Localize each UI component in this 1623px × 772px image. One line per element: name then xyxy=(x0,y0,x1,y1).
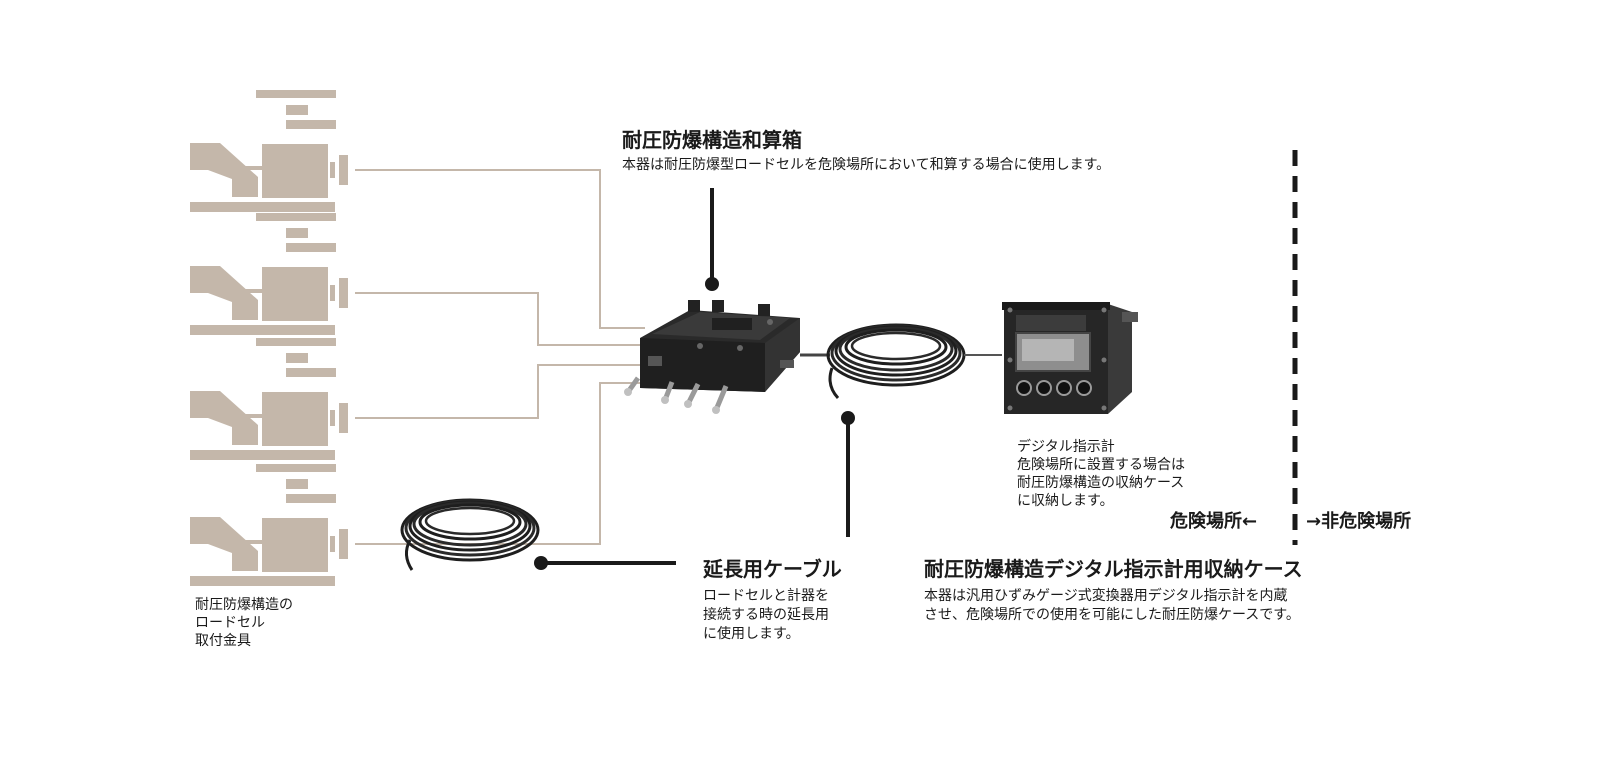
non-hazardous-zone-label: →非危険場所 xyxy=(1306,511,1412,532)
extension-cable-description-line-2: 接続する時の延長用 xyxy=(703,607,829,623)
loadcell-mount-4 xyxy=(190,464,348,586)
loadcell-mount-3 xyxy=(190,338,348,460)
wire-4 xyxy=(355,382,645,545)
indicator-note: デジタル指示計 危険場所に設置する場合は 耐圧防爆構造の収納ケース に収納します… xyxy=(1017,438,1185,510)
wire-3 xyxy=(355,364,645,419)
leader-junction-box xyxy=(705,188,719,291)
enclosure-description-line-1: 本器は汎用ひずみゲージ式変換器用デジタル指示計を内蔵 xyxy=(924,588,1288,604)
leader-left-cable xyxy=(534,556,676,570)
loadcell-mount-label-line-2: ロードセル xyxy=(195,615,265,631)
indicator-note-line-3: 耐圧防爆構造の収納ケース xyxy=(1017,475,1185,491)
enclosure-title: 耐圧防爆構造デジタル指示計用収納ケース xyxy=(924,557,1303,581)
extension-cable-description-line-1: ロードセルと計器を xyxy=(703,588,829,604)
wire-1 xyxy=(355,169,645,329)
loadcell-mount-1 xyxy=(190,90,348,212)
extension-cable-description-line-3: に使用します。 xyxy=(703,626,800,642)
cable-coil-left xyxy=(400,498,540,571)
indicator-note-line-2: 危険場所に設置する場合は xyxy=(1017,457,1185,473)
loadcell-mount-label: 耐圧防爆構造の ロードセル 取付金具 xyxy=(195,596,293,650)
wire-2 xyxy=(355,292,645,346)
extension-cable-description: ロードセルと計器を 接続する時の延長用 に使用します。 xyxy=(703,587,829,644)
enclosure-description-line-2: させ、危険場所での使用を可能にした耐圧防爆ケースです。 xyxy=(924,607,1300,623)
enclosure-description: 本器は汎用ひずみゲージ式変換器用デジタル指示計を内蔵 させ、危険場所での使用を可… xyxy=(924,587,1300,625)
loadcell-mount-2 xyxy=(190,213,348,335)
connection-wires xyxy=(355,169,645,545)
loadcell-mount-label-line-1: 耐圧防爆構造の xyxy=(195,597,293,613)
junction-box-description: 本器は耐圧防爆型ロードセルを危険場所において和算する場合に使用します。 xyxy=(622,157,1111,173)
extension-cable-title: 延長用ケーブル xyxy=(703,557,842,581)
indicator-note-line-4: に収納します。 xyxy=(1017,493,1114,509)
junction-box-title: 耐圧防爆構造和算箱 xyxy=(622,128,802,152)
junction-box-device xyxy=(624,300,800,414)
indicator-note-line-1: デジタル指示計 xyxy=(1017,439,1115,455)
indicator-enclosure-device xyxy=(1002,302,1138,414)
leader-right-cable xyxy=(841,411,855,537)
hazardous-zone-label: 危険場所← xyxy=(1170,511,1258,532)
loadcell-mount-label-line-3: 取付金具 xyxy=(195,633,251,649)
cable-coil-right xyxy=(800,323,1002,400)
